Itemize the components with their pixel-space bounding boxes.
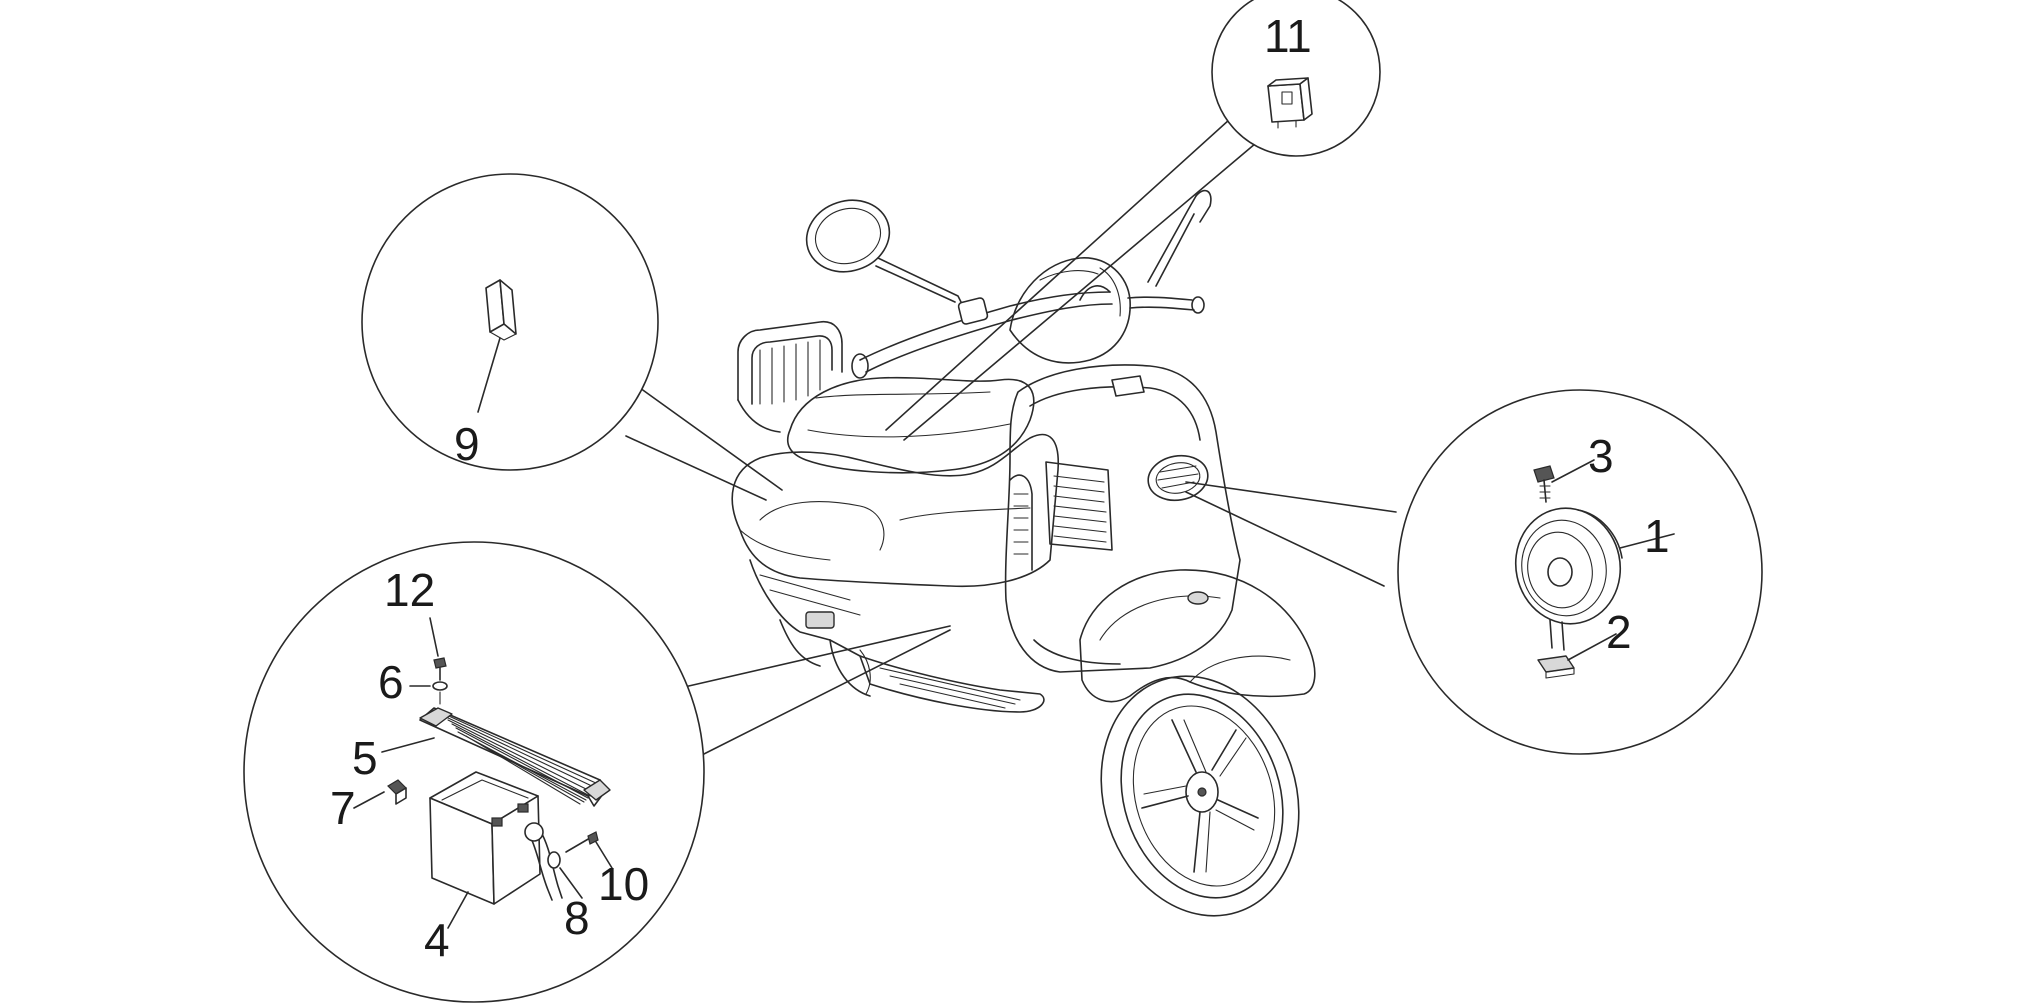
regulator-part — [419, 707, 611, 807]
seat — [786, 376, 1035, 474]
detail-circle-bracket — [361, 173, 659, 471]
callout-4: 4 — [424, 914, 450, 966]
callout-9: 9 — [454, 418, 480, 470]
callout-7: 7 — [330, 782, 356, 834]
callout-8: 8 — [564, 892, 590, 944]
relay-part — [1267, 77, 1313, 129]
battery-part — [429, 771, 541, 905]
horn-part — [1514, 507, 1623, 651]
handlebar — [851, 285, 1205, 379]
bracket-part — [485, 279, 517, 341]
callout-2: 2 — [1606, 606, 1632, 658]
callout-10: 10 — [598, 858, 649, 910]
callout-labels: 1 2 3 4 5 6 7 8 9 10 11 12 — [330, 10, 1670, 966]
nut-part — [387, 779, 407, 805]
scooter-illustration — [731, 189, 1316, 917]
callout-5: 5 — [352, 732, 378, 784]
bolt-washer-part — [547, 831, 599, 869]
rear-luggage-rack — [737, 320, 843, 433]
leg-shield — [1004, 364, 1241, 673]
callout-1: 1 — [1644, 510, 1670, 562]
body-side-panel — [731, 433, 1060, 667]
front-wheel — [1100, 675, 1300, 917]
screw-washer-part — [432, 657, 448, 705]
horn-bracket-part — [1537, 655, 1575, 679]
left-mirror — [805, 199, 966, 311]
callout-11: 11 — [1264, 10, 1312, 62]
detail-circle-battery — [243, 541, 705, 1003]
side-vents — [1009, 461, 1113, 571]
leader-lines — [625, 109, 1397, 761]
horn-bolt-part — [1533, 465, 1555, 503]
callout-3: 3 — [1588, 430, 1614, 482]
front-horn-grille — [1147, 454, 1209, 502]
callout-12: 12 — [384, 564, 435, 616]
detail-circle-horn — [1397, 389, 1763, 755]
callout-6: 6 — [378, 656, 404, 708]
floorboard — [829, 639, 1045, 713]
front-fender — [1079, 569, 1316, 703]
right-mirror — [1147, 189, 1212, 287]
headset — [1009, 257, 1131, 364]
detail-circle-relay — [1211, 0, 1381, 157]
